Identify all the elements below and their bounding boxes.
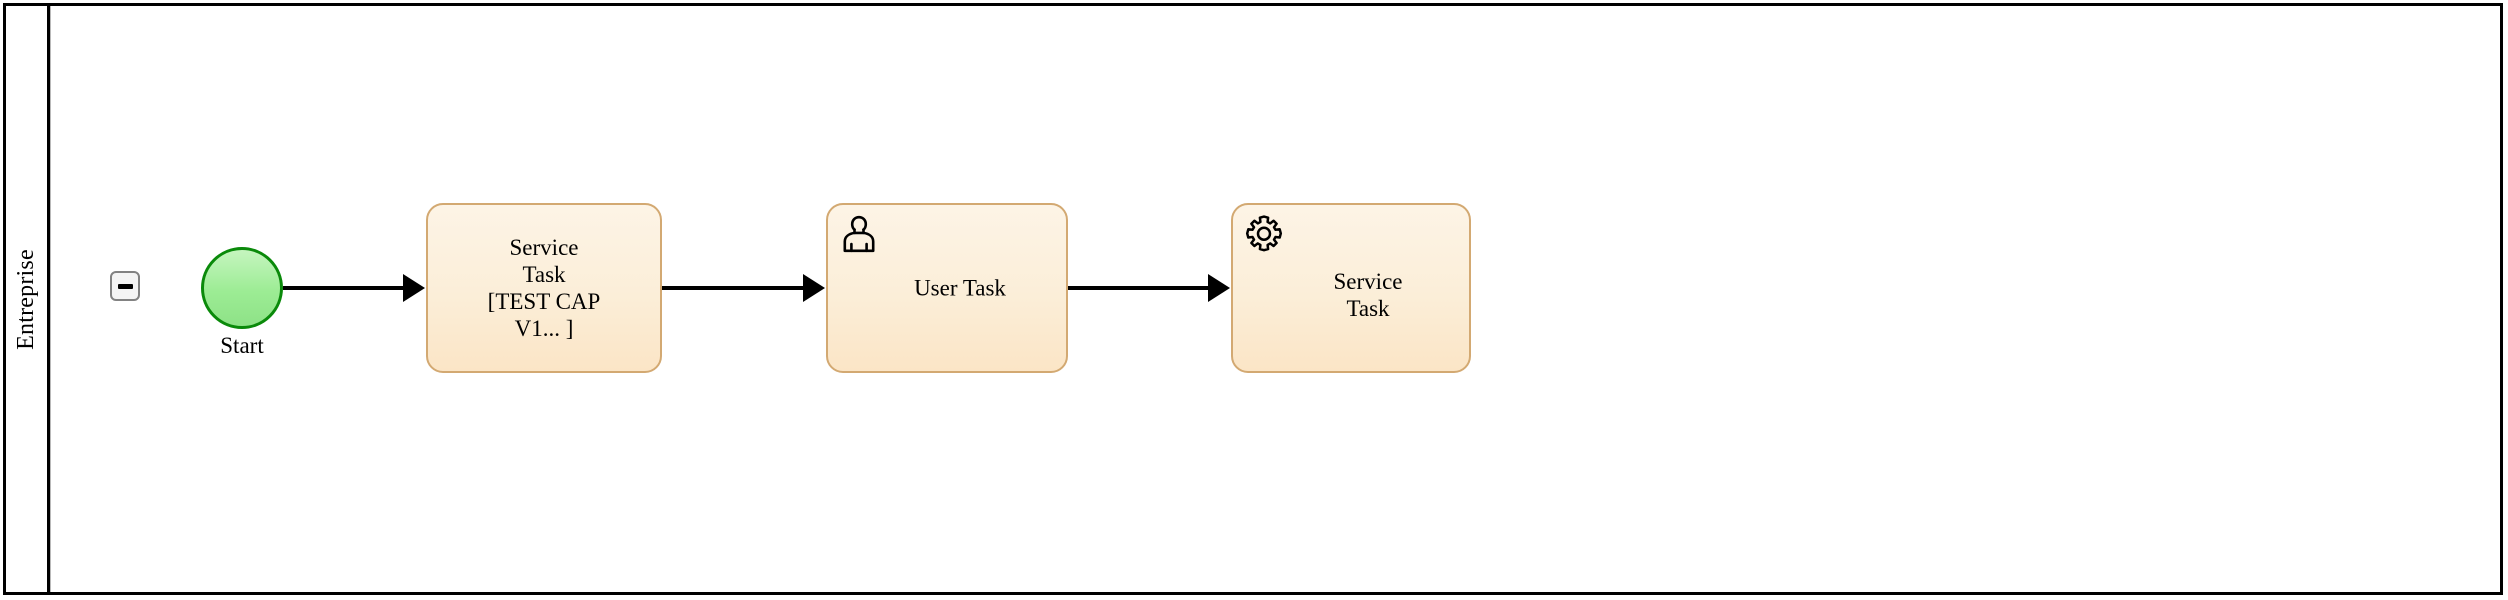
- task-service-task-1[interactable]: Service Task [TEST CAP V1... ]: [426, 203, 662, 373]
- lane-collapse-toggle[interactable]: [110, 271, 140, 301]
- gear-icon: [1243, 213, 1285, 255]
- pool-entreprise[interactable]: Entreprise Start Service Task [TEST CAP …: [3, 3, 2503, 595]
- pool-label-band: Entreprise: [6, 6, 50, 592]
- start-event[interactable]: Start: [201, 247, 283, 358]
- sequence-flow-3[interactable]: [1068, 286, 1210, 290]
- pool-name-label: Entreprise: [13, 248, 39, 350]
- task-user-task-1[interactable]: User Task: [826, 203, 1068, 373]
- start-event-circle: [201, 247, 283, 329]
- arrow-head-icon-1: [403, 274, 425, 302]
- arrow-head-icon-3: [1208, 274, 1230, 302]
- lane-body: Start Service Task [TEST CAP V1... ]: [50, 6, 2500, 592]
- task-service-task-1-label: Service Task [TEST CAP V1... ]: [487, 234, 601, 342]
- user-icon: [838, 213, 880, 255]
- sequence-flow-2[interactable]: [662, 286, 805, 290]
- start-event-label: Start: [220, 333, 264, 358]
- task-user-task-1-label: User Task: [914, 275, 1006, 301]
- task-service-task-2-label: Service Task: [1333, 268, 1403, 321]
- arrow-head-icon-2: [803, 274, 825, 302]
- task-service-task-2[interactable]: Service Task: [1231, 203, 1471, 373]
- sequence-flow-1[interactable]: [283, 286, 405, 290]
- minus-icon: [117, 283, 133, 289]
